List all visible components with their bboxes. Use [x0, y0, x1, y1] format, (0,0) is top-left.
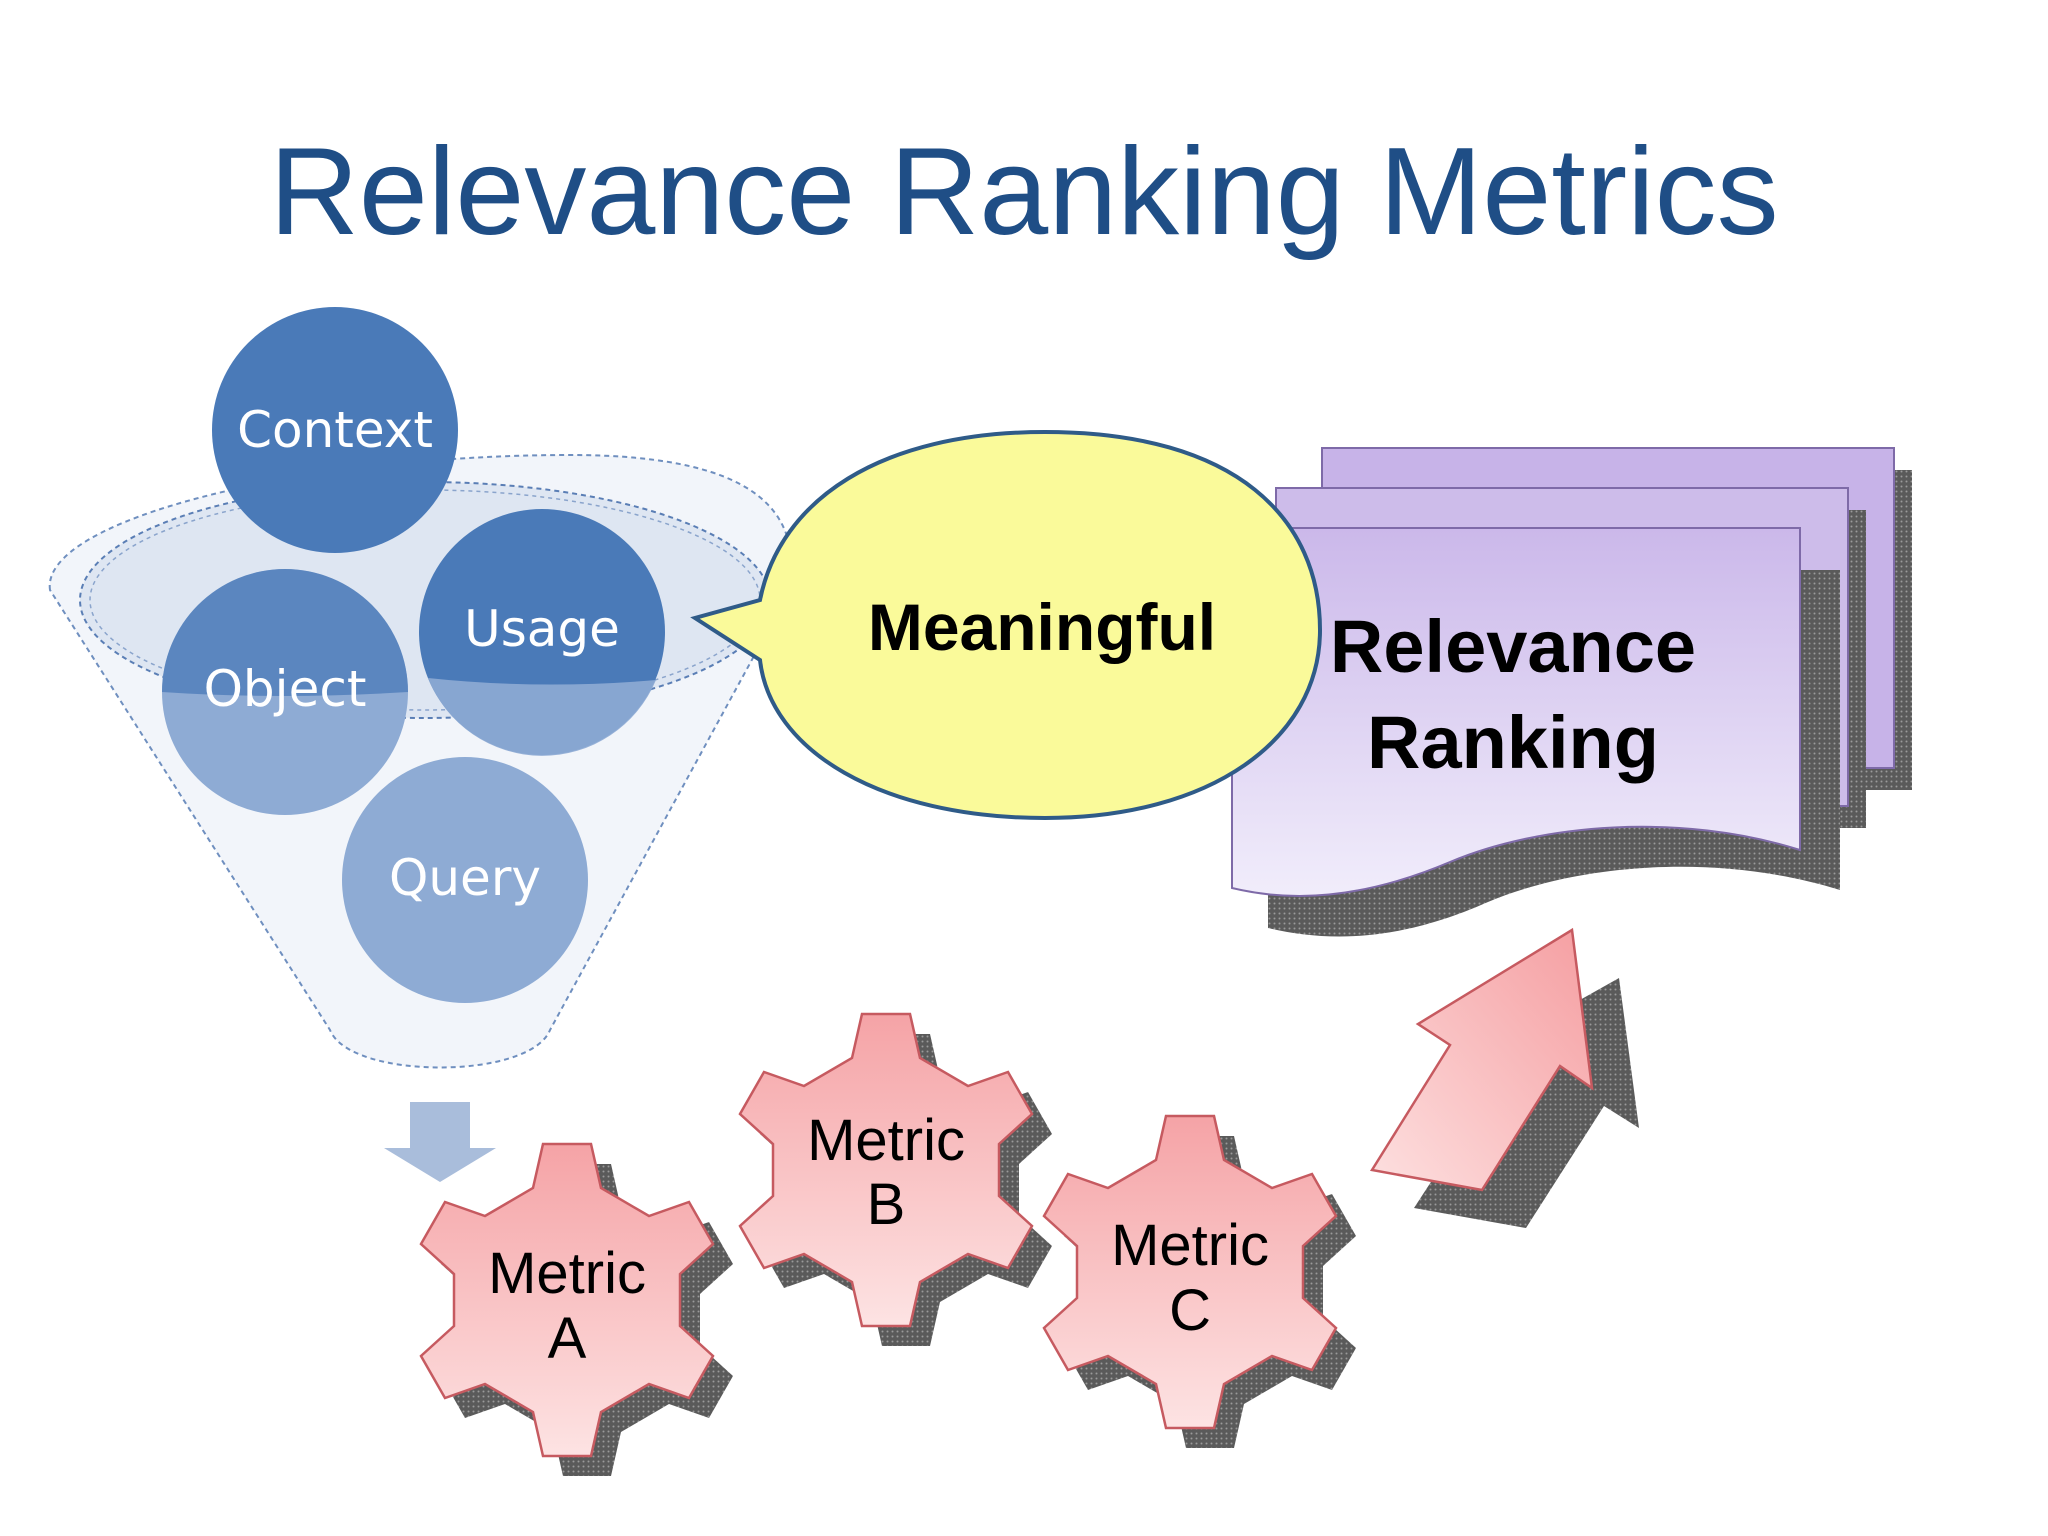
- circle-query: Query: [342, 757, 588, 1003]
- circle-context-label: Context: [237, 401, 433, 459]
- gear-metric-a: Metric A: [419, 1142, 733, 1476]
- up-arrow-shape: [1369, 927, 1594, 1192]
- gear-metric-b: Metric B: [738, 1012, 1052, 1346]
- callout-label: Meaningful: [868, 590, 1216, 664]
- callout-bubble: Meaningful: [690, 429, 1323, 821]
- circle-query-shape: [342, 757, 588, 1003]
- gear-metric-a-line2: A: [548, 1306, 587, 1371]
- gear-metric-c-line2: C: [1169, 1278, 1211, 1343]
- document-label-line1: Relevance: [1330, 605, 1696, 688]
- slide-title: Relevance Ranking Metrics: [269, 123, 1779, 261]
- circle-context-shape: [212, 307, 458, 553]
- gear-metric-c-line1: Metric: [1111, 1213, 1269, 1278]
- document-label-line2: Ranking: [1367, 701, 1659, 784]
- gear-metric-c: Metric C: [1042, 1114, 1356, 1448]
- gear-metric-b-line2: B: [867, 1172, 906, 1237]
- circle-context: Context: [212, 307, 458, 553]
- up-arrow: [1369, 927, 1639, 1228]
- document-page-front: [1231, 527, 1801, 897]
- circle-object-label: Object: [204, 660, 367, 718]
- circle-object: Object: [162, 569, 408, 815]
- callout-bubble-shape: [690, 429, 1323, 821]
- document-stack: Relevance Ranking: [1231, 447, 1912, 937]
- circle-usage-label: Usage: [464, 600, 620, 658]
- circle-query-label: Query: [389, 849, 541, 907]
- gear-metric-b-line1: Metric: [807, 1108, 965, 1173]
- circle-usage: Usage: [419, 509, 665, 756]
- gear-metric-a-line1: Metric: [488, 1241, 646, 1306]
- down-arrow-icon: [384, 1102, 496, 1182]
